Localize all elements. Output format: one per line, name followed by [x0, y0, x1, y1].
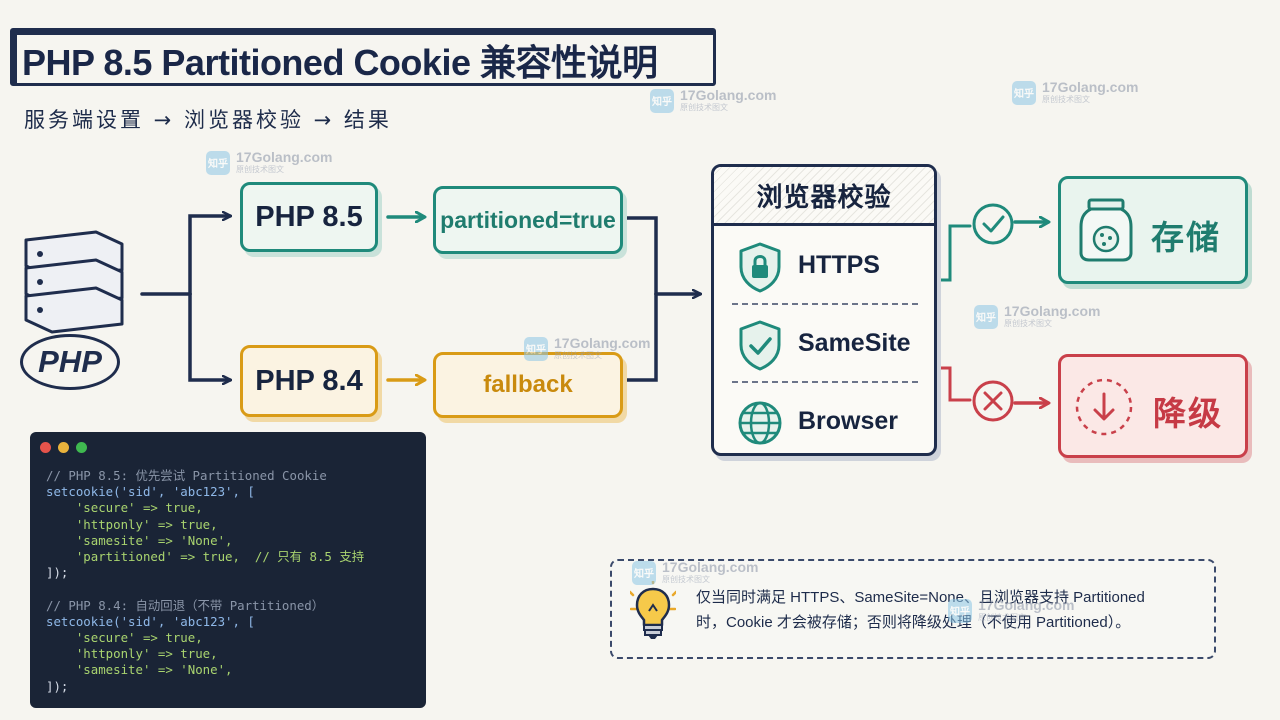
- note-line-2: 时，Cookie 才会被存储；否则将降级处理（不使用 Partitioned）。: [696, 614, 1131, 631]
- code-line: 'secure' => true,: [46, 630, 203, 646]
- code-line: 'secure' => true,: [46, 500, 203, 516]
- maximize-dot: [76, 442, 87, 453]
- flow-subtitle: 服务端设置 → 浏览器校验 → 结果: [24, 108, 392, 132]
- watermark-badge-icon: 知乎: [524, 336, 548, 361]
- divider: [732, 303, 918, 305]
- watermark-badge-icon: 知乎: [1012, 80, 1036, 105]
- check-samesite: SameSite: [714, 309, 934, 379]
- code-line: 'samesite' => 'None',: [46, 532, 233, 548]
- code-line: 'httponly' => true,: [46, 516, 218, 532]
- browser-check-title: 浏览器校验: [714, 167, 934, 226]
- php84-box: PHP 8.4: [240, 345, 378, 417]
- watermark-brand: 17Golang.com: [978, 597, 1075, 613]
- note-box: 仅当同时满足 HTTPS、SameSite=None、且浏览器支持 Partit…: [610, 559, 1216, 659]
- code-line: setcookie('sid', 'abc123', [: [46, 613, 255, 629]
- php-logo: PHP: [20, 334, 120, 390]
- watermark-badge-icon: 知乎: [206, 150, 230, 175]
- minimize-dot: [58, 442, 69, 453]
- browser-check-panel: 浏览器校验 HTTPS SameSite Browser: [711, 164, 937, 456]
- lock-shield-icon: [739, 242, 781, 293]
- code-line: // PHP 8.4: 自动回退（不带 Partitioned）: [46, 597, 325, 613]
- divider: [732, 381, 918, 383]
- check-https-label: HTTPS: [798, 251, 880, 279]
- check-https: HTTPS: [714, 231, 934, 301]
- watermark-tagline: 原创技术图文: [1042, 95, 1090, 104]
- code-line: setcookie('sid', 'abc123', [: [46, 484, 255, 500]
- title-frame: [10, 28, 716, 86]
- watermark-badge-icon: 知乎: [650, 88, 674, 113]
- watermark-badge-icon: 知乎: [974, 304, 998, 329]
- watermark-brand: 17Golang.com: [680, 87, 777, 103]
- globe-icon: [738, 401, 782, 445]
- code-line: 'httponly' => true,: [46, 646, 218, 662]
- watermark-tagline: 原创技术图文: [978, 613, 1026, 622]
- watermark-tagline: 原创技术图文: [662, 575, 710, 584]
- watermark-tagline: 原创技术图文: [554, 351, 602, 360]
- x-circle-icon: [972, 380, 1014, 422]
- fallback-box: fallback: [433, 352, 623, 418]
- store-result-box: 存储: [1058, 176, 1248, 284]
- code-line: // PHP 8.5: 优先尝试 Partitioned Cookie: [46, 468, 327, 483]
- connector-split-php85: [188, 216, 230, 296]
- watermark-badge-icon: 知乎: [948, 598, 972, 623]
- php85-box: PHP 8.5: [240, 182, 378, 252]
- connector-browser-success: [936, 224, 972, 282]
- degrade-result-box: 降级: [1058, 354, 1248, 458]
- page-title: PHP 8.5 Partitioned Cookie 兼容性说明: [22, 42, 658, 83]
- watermark-brand: 17Golang.com: [236, 149, 333, 165]
- code-line: ]);: [46, 678, 69, 694]
- watermark-brand: 17Golang.com: [1042, 79, 1139, 95]
- watermark-brand: 17Golang.com: [1004, 303, 1101, 319]
- check-shield-icon: [739, 320, 781, 371]
- connector-browser-failure: [936, 366, 972, 402]
- window-controls: [40, 442, 87, 453]
- watermark-badge-icon: 知乎: [632, 560, 656, 585]
- download-arrow-icon: [1075, 378, 1133, 436]
- close-dot: [40, 442, 51, 453]
- code-line: ]);: [46, 565, 69, 581]
- code-line: 'samesite' => 'None',: [46, 662, 233, 678]
- code-line: 'partitioned' => true, // 只有 8.5 支持: [46, 549, 365, 565]
- partitioned-true-box: partitioned=true: [433, 186, 623, 254]
- note-line-1: 仅当同时满足 HTTPS、SameSite=None、且浏览器支持 Partit…: [696, 589, 1145, 606]
- check-browser-label: Browser: [798, 407, 899, 435]
- watermark-tagline: 原创技术图文: [1004, 319, 1052, 328]
- code-window: // PHP 8.5: 优先尝试 Partitioned Cookie setc…: [30, 432, 426, 708]
- check-samesite-label: SameSite: [798, 329, 911, 357]
- connector-partitioned-merge: [624, 216, 658, 296]
- connector-split-php84: [188, 292, 230, 380]
- server-icon: [24, 230, 124, 334]
- watermark-tagline: 原创技术图文: [236, 165, 284, 174]
- cookie-jar-icon: [1079, 198, 1133, 262]
- check-browser: Browser: [714, 387, 934, 453]
- degrade-label: 降级: [1153, 395, 1223, 432]
- watermark-brand: 17Golang.com: [662, 559, 759, 575]
- watermark-tagline: 原创技术图文: [680, 103, 728, 112]
- note-text: 仅当同时满足 HTTPS、SameSite=None、且浏览器支持 Partit…: [696, 585, 1196, 635]
- check-circle-icon: [972, 203, 1014, 245]
- php-code-block: // PHP 8.5: 优先尝试 Partitioned Cookie setc…: [46, 468, 364, 695]
- lightbulb-icon: [630, 581, 676, 639]
- connector-fallback-merge: [624, 292, 658, 382]
- store-label: 存储: [1151, 219, 1221, 256]
- watermark-brand: 17Golang.com: [554, 335, 651, 351]
